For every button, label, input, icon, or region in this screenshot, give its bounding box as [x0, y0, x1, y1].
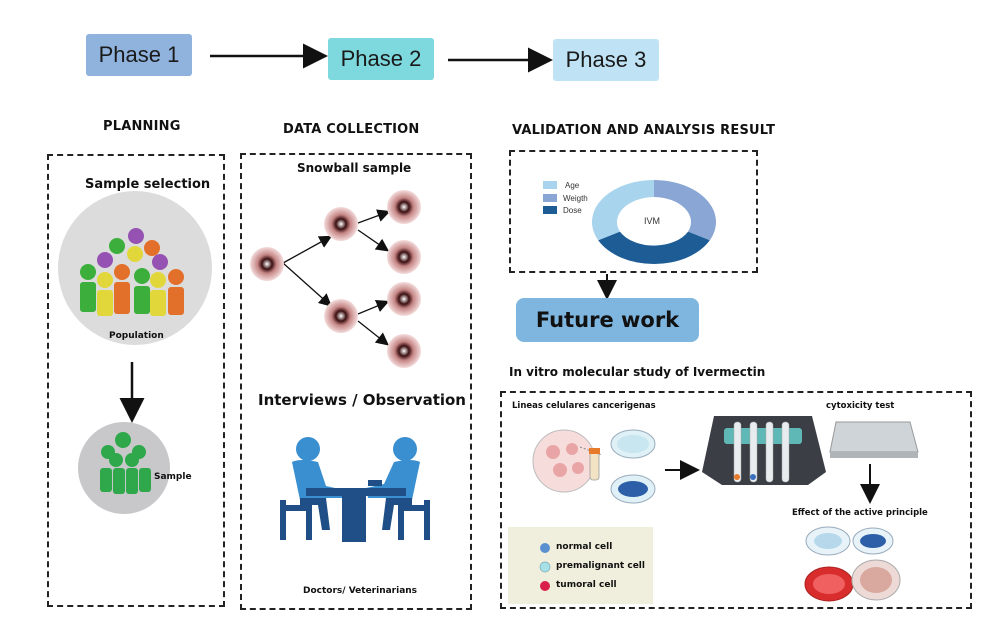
snowball-network: [282, 209, 391, 346]
phase-3-label: Phase 3: [565, 47, 647, 72]
ivm-donut-chart: [592, 180, 716, 264]
cancer-cell-lines-icon: [532, 429, 603, 493]
donut-center-label: IVM: [644, 216, 661, 226]
cytoxicity-test-label: cytoxicity test: [826, 401, 895, 411]
normal-cell-icon: [540, 543, 550, 553]
effect-active-principle-label: Effect of the active principle: [792, 508, 928, 518]
legend-label-weigth: Weigth: [563, 194, 588, 203]
population-people-icon: [80, 228, 184, 316]
normal-cell-label: normal cell: [556, 542, 613, 552]
legend-swatch-weigth: [543, 194, 557, 202]
phase-2-label: Phase 2: [340, 46, 422, 71]
snowball-nodes: [250, 190, 421, 368]
petri-dish-icons: [610, 429, 656, 504]
phase-1-box: Phase 1: [86, 34, 192, 76]
data-collection-panel: [240, 153, 472, 610]
doctors-veterinarians-label: Doctors/ Veterinarians: [303, 586, 418, 596]
interviews-observation-label: Interviews / Observation: [258, 391, 466, 409]
phase-3-box: Phase 3: [553, 39, 659, 81]
validation-chart-panel: [509, 150, 758, 273]
phase-1-label: Phase 1: [98, 42, 180, 67]
cell-legend-box: [508, 527, 653, 604]
future-work-box: Future work: [516, 298, 699, 342]
sample-selection-label: Sample selection: [85, 177, 211, 192]
sample-label: Sample: [154, 472, 192, 482]
phase-2-box: Phase 2: [328, 38, 434, 80]
effect-dishes-icon: [804, 526, 901, 602]
legend-swatch-age: [543, 181, 557, 189]
interview-illustration-icon: [280, 437, 430, 542]
tumoral-cell-label: tumoral cell: [556, 580, 617, 590]
legend-label-age: Age: [565, 181, 580, 190]
legend-swatch-dose: [543, 206, 557, 214]
validation-heading: VALIDATION AND ANALYSIS RESULT: [512, 123, 776, 138]
lineas-celulares-label: Lineas celulares cancerigenas: [512, 401, 656, 411]
test-tube-rack-icon: [702, 416, 826, 485]
premalignant-cell-icon: [539, 561, 551, 573]
in-vitro-label: In vitro molecular study of Ivermectin: [509, 365, 766, 379]
population-label: Population: [109, 331, 164, 341]
future-work-label: Future work: [535, 308, 680, 332]
planning-panel: [47, 154, 225, 607]
snowball-sample-label: Snowball sample: [297, 161, 412, 175]
planning-heading: PLANNING: [103, 119, 181, 134]
data-collection-heading: DATA COLLECTION: [283, 122, 420, 137]
in-vitro-panel: [500, 391, 972, 609]
legend-label-dose: Dose: [563, 206, 582, 215]
tumoral-cell-icon: [540, 581, 550, 591]
well-plate-icon: [829, 421, 919, 458]
sample-people-icon: [100, 432, 151, 494]
premalignant-cell-label: premalignant cell: [556, 561, 645, 571]
